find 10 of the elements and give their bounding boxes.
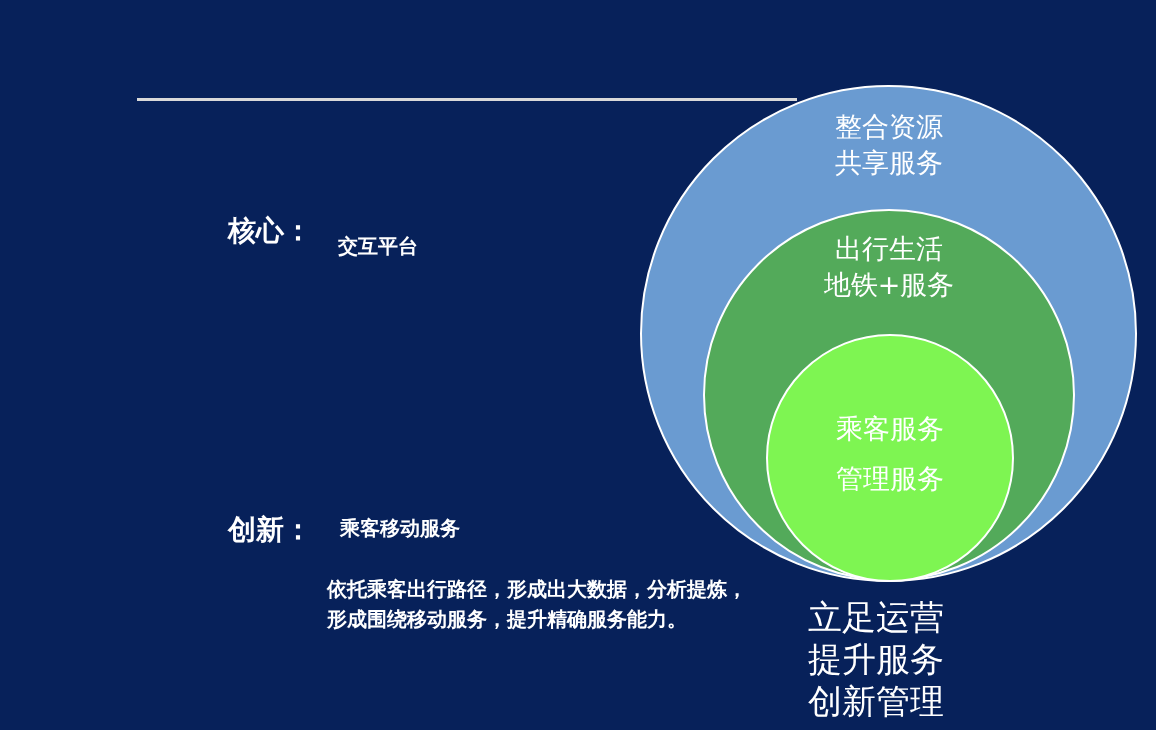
heading-label: 核心： bbox=[228, 213, 313, 249]
subtitle-text: 乘客移动服务 bbox=[340, 515, 461, 542]
circle-text: 乘客服务 bbox=[835, 412, 945, 446]
circle-text: 管理服务 bbox=[835, 462, 945, 496]
circle-text: 整合资源共享服务 bbox=[833, 110, 944, 180]
circle-text: 出行生活地铁+服务 bbox=[822, 232, 956, 302]
slogan-text: 立足运营提升服务创新管理 bbox=[808, 596, 945, 722]
subtitle-text: 交互平台 bbox=[338, 233, 419, 260]
description-paragraph: 依托乘客出行路径，形成出大数据，分析提炼，形成围绕移动服务，提升精确服务能力。 bbox=[327, 576, 748, 633]
heading-label: 创新： bbox=[228, 512, 313, 548]
